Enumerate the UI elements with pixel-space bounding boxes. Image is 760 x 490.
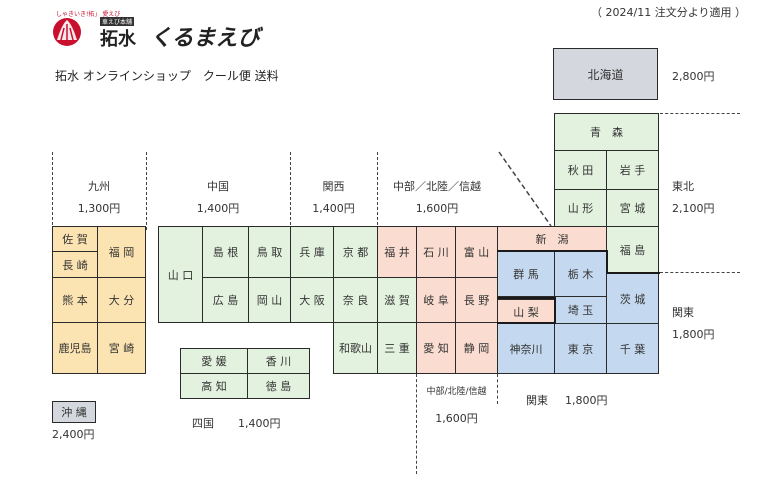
pref-mie: 三 重 — [377, 322, 417, 374]
pref-ishikawa: 石 川 — [416, 226, 456, 278]
pref-toyama: 富 山 — [455, 226, 498, 278]
pref-hyogo: 兵 庫 — [290, 226, 334, 278]
region-shikoku-name: 四国 — [192, 417, 214, 430]
pref-chiba: 千 葉 — [606, 323, 659, 374]
region-shikoku-price: 1,400円 — [238, 417, 281, 430]
pref-osaka: 大 阪 — [290, 277, 334, 323]
pref-okinawa: 沖 縄 — [52, 401, 96, 423]
pref-fukui: 福 井 — [377, 226, 417, 278]
pref-nagano: 長 野 — [455, 277, 498, 323]
region-kyushu-price: 1,300円 — [77, 202, 121, 215]
divider-line — [660, 272, 740, 273]
pref-kochi: 高 知 — [180, 373, 248, 399]
pref-fukuoka: 福 岡 — [97, 226, 146, 278]
pref-fukushima: 福 島 — [606, 226, 659, 274]
region-kansai-name: 関西 — [322, 180, 345, 193]
region-tohoku-name: 東北 — [672, 180, 694, 193]
pref-shizuoka: 静 岡 — [455, 322, 498, 374]
divider-line — [52, 152, 53, 230]
divider-line — [497, 374, 498, 404]
pref-nagasaki: 長 崎 — [52, 251, 98, 278]
region-tohoku-price: 2,100円 — [672, 202, 715, 215]
logo-brand: 拓水 — [100, 29, 136, 50]
divider-line — [377, 152, 378, 230]
divider-line — [290, 152, 291, 230]
pref-iwate: 岩 手 — [606, 150, 659, 190]
pref-aomori: 青 森 — [554, 113, 659, 151]
pref-hokkaido: 北海道 — [553, 48, 658, 100]
region-kanto-price: 1,800円 — [672, 328, 715, 341]
pref-miyazaki: 宮 崎 — [97, 322, 146, 374]
region-kanto-name: 関東 — [672, 306, 694, 319]
logo-badge: 車えび本舗 — [100, 17, 135, 26]
boundary-line — [554, 297, 556, 324]
pref-aichi: 愛 知 — [416, 322, 456, 374]
pref-kanagawa: 神奈川 — [497, 323, 555, 374]
diagonal-divider — [498, 151, 552, 227]
region-chugoku-name: 中国 — [207, 180, 229, 193]
pref-saga: 佐 賀 — [52, 226, 98, 252]
divider-line — [146, 152, 147, 230]
pref-niigata: 新 潟 — [497, 226, 607, 252]
pref-gifu: 岐 阜 — [416, 277, 456, 323]
pref-shimane: 島 根 — [202, 226, 249, 278]
page-title: 拓水 オンラインショップ クール便 送料 — [55, 69, 279, 83]
boundary-line — [497, 322, 555, 324]
pricing-notice: （ 2024/11 注文分より適用 ） — [591, 6, 746, 19]
pref-tokushima: 徳 島 — [247, 373, 310, 399]
logo-mark-icon — [53, 18, 81, 46]
region-chubu-bottom-price: 1,600円 — [435, 412, 478, 425]
divider-line — [660, 113, 740, 114]
region-kanto-bottom-price: 1,800円 — [565, 394, 608, 407]
pref-wakayama: 和歌山 — [333, 322, 378, 374]
boundary-line — [497, 250, 607, 252]
price-hokkaido: 2,800円 — [672, 70, 715, 83]
region-kanto-bottom-name: 関東 — [526, 394, 548, 407]
pref-saitama: 埼 玉 — [554, 296, 607, 324]
boundary-line — [606, 250, 608, 274]
pref-gunma: 群 馬 — [497, 251, 555, 297]
logo-script-name: くるまえび — [150, 26, 260, 51]
pref-ibaraki: 茨 城 — [606, 273, 659, 324]
region-kansai-price: 1,400円 — [312, 202, 355, 215]
region-kyushu-name: 九州 — [88, 180, 110, 193]
region-chubu-price: 1,600円 — [415, 202, 459, 215]
pref-okayama: 岡 山 — [248, 277, 291, 323]
pref-nara: 奈 良 — [333, 277, 378, 323]
pref-miyagi: 宮 城 — [606, 189, 659, 227]
region-chubu-name: 中部／北陸／信越 — [393, 180, 481, 193]
pref-ehime: 愛 媛 — [180, 348, 248, 374]
region-chugoku-price: 1,400円 — [196, 202, 240, 215]
pref-kyoto: 京 都 — [333, 226, 378, 278]
divider-line — [416, 374, 417, 474]
pref-kumamoto: 熊 本 — [52, 277, 98, 323]
logo-tagline: しゃきいき!拓」 愛えび — [56, 11, 121, 18]
boundary-line — [606, 272, 660, 274]
pref-yamaguchi: 山 口 — [158, 226, 203, 323]
pref-hiroshima: 広 島 — [202, 277, 249, 323]
pref-tokyo: 東 京 — [554, 323, 607, 374]
pref-tochigi: 栃 木 — [554, 251, 607, 297]
pref-tottori: 鳥 取 — [248, 226, 291, 278]
boundary-line — [497, 297, 555, 299]
pref-akita: 秋 田 — [554, 150, 607, 190]
logo: しゃきいき!拓」 愛えび 車えび本舗 拓水 くるまえび — [50, 10, 270, 51]
pref-shiga: 滋 賀 — [377, 277, 417, 323]
price-okinawa: 2,400円 — [52, 428, 95, 441]
region-chubu-bottom-name: 中部/北陸/信越 — [426, 387, 487, 397]
pref-kagawa: 香 川 — [247, 348, 310, 374]
pref-kagoshima: 鹿児島 — [52, 322, 98, 374]
pref-yamanashi: 山 梨 — [497, 299, 555, 324]
pref-yamagata: 山 形 — [554, 189, 607, 227]
pref-oita: 大 分 — [97, 277, 146, 323]
